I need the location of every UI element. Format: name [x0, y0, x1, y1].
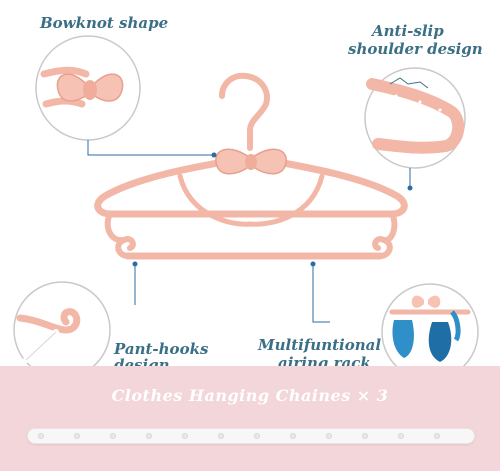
bow-icon: [215, 148, 287, 175]
chain-hole: [38, 433, 44, 439]
chain-hole: [398, 433, 404, 439]
chains-banner-text: Clothes Hanging Chaines × 3: [111, 386, 389, 405]
chain-hole: [290, 433, 296, 439]
antislip-label-line1: Anti-slip: [372, 22, 444, 40]
chain-hole: [182, 433, 188, 439]
chain-hole: [110, 433, 116, 439]
hanging-chain-strip: [27, 428, 475, 444]
chain-hole: [254, 433, 260, 439]
panthooks-label-line1: Pant-hooks: [114, 340, 209, 358]
hanger: [94, 72, 408, 260]
chain-hole: [362, 433, 368, 439]
chain-hole: [218, 433, 224, 439]
bowknot-label: Bowknot shape: [40, 14, 169, 32]
leader-dots: [132, 152, 413, 267]
chains-banner: [0, 366, 500, 471]
antislip-detail-circle: [364, 67, 466, 169]
airing-detail-circle: [381, 283, 479, 381]
bowknot-detail-circle: [35, 35, 141, 141]
panthooks-detail-circle: [13, 281, 111, 379]
chain-hole: [326, 433, 332, 439]
chain-hole: [434, 433, 440, 439]
chain-hole: [146, 433, 152, 439]
chain-hole: [74, 433, 80, 439]
leader-lines: [87, 140, 411, 323]
antislip-label-line2: shoulder design: [348, 40, 483, 58]
airing-label-line1: Multifuntional: [258, 336, 382, 354]
